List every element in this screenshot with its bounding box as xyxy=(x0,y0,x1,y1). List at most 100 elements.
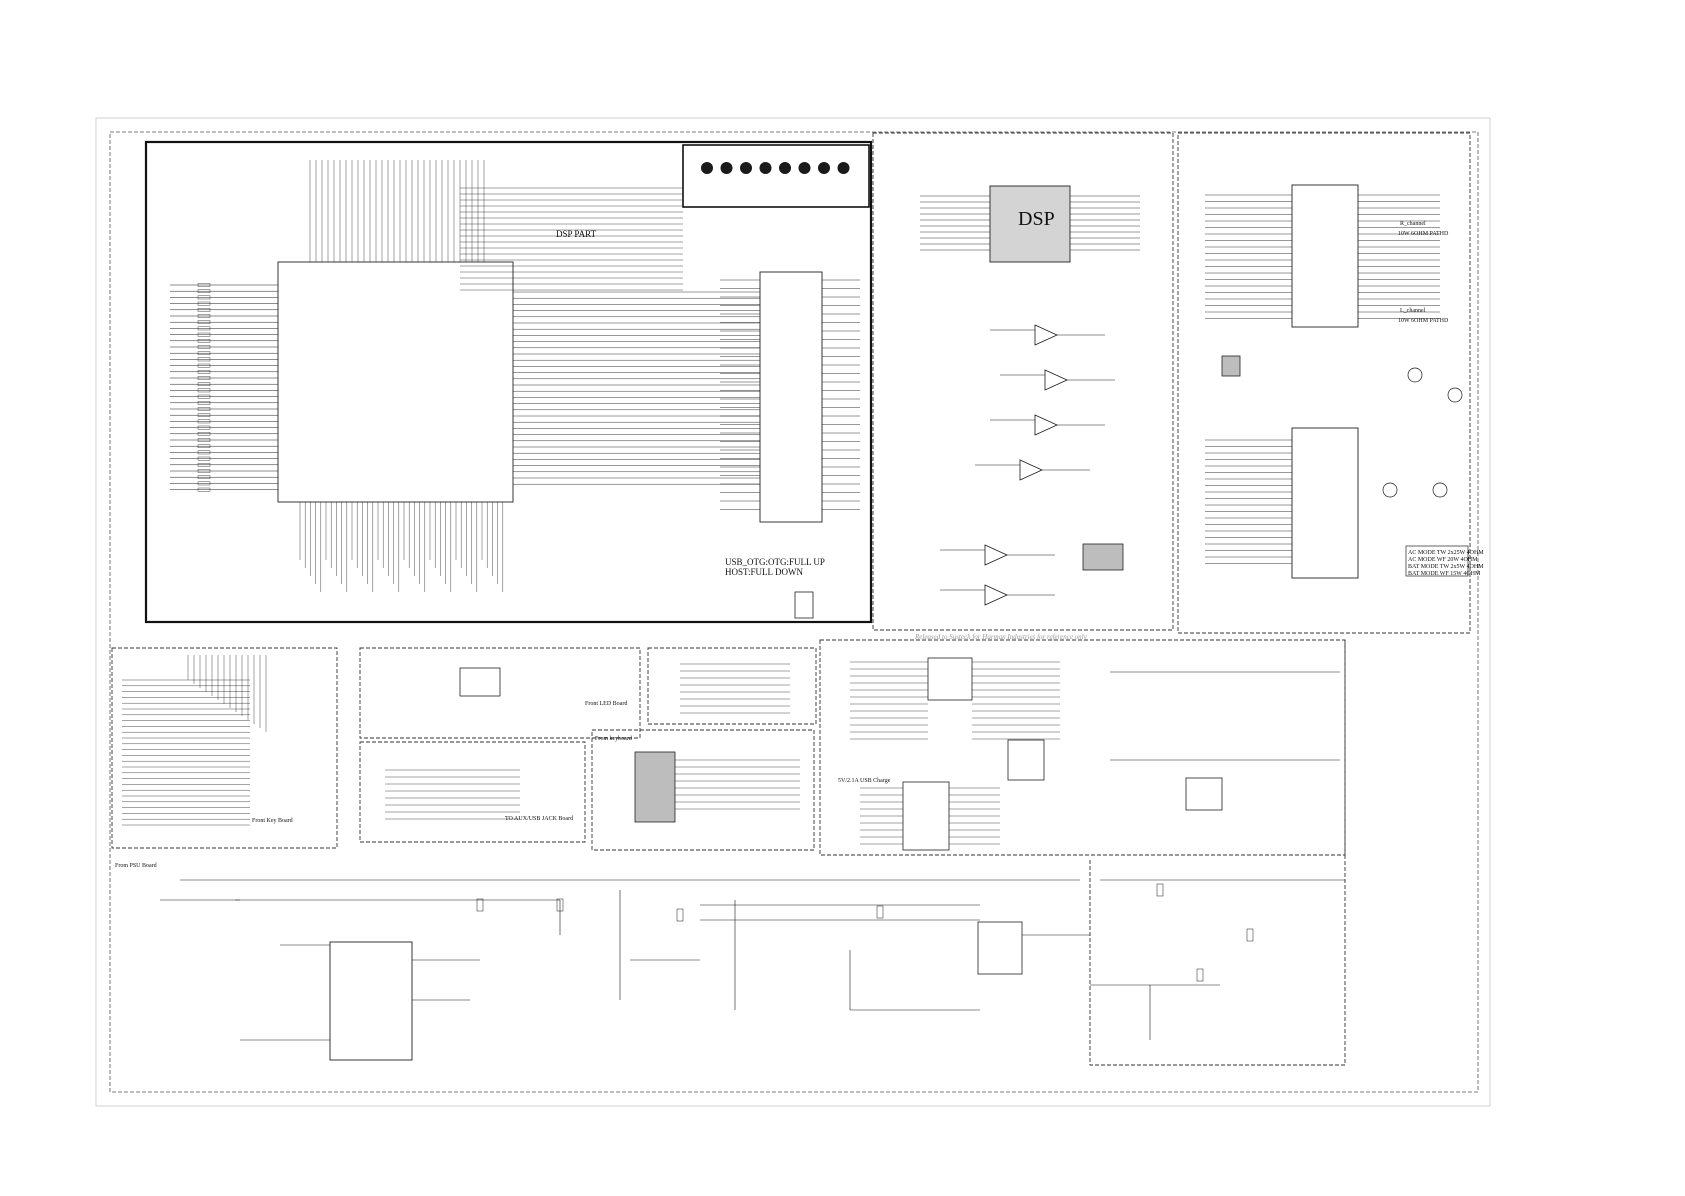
opamp xyxy=(984,584,1008,606)
resistor xyxy=(197,351,211,356)
resistor xyxy=(197,320,211,325)
usb-note-1: USB_OTG:OTG:FULL UP xyxy=(725,557,825,567)
resistor xyxy=(197,339,211,343)
resistor xyxy=(197,370,211,374)
resistor xyxy=(197,450,211,455)
opamp xyxy=(1044,369,1068,391)
buck-ic xyxy=(977,921,1023,975)
transistor xyxy=(1407,367,1423,383)
resistor xyxy=(197,394,211,399)
resistor xyxy=(197,481,211,486)
key-board-frame xyxy=(111,647,338,849)
out-l-label: 10W 6OHM PATHD xyxy=(1398,318,1449,324)
transistor xyxy=(1382,482,1398,498)
keyboard2-label: From keyboard xyxy=(595,736,632,742)
mcu-wires xyxy=(170,160,860,592)
amp-mode-2: AC MODE WF 20W 4OHM xyxy=(1408,557,1478,563)
resistor xyxy=(197,332,211,337)
opamp xyxy=(1034,414,1058,436)
resistor xyxy=(197,401,211,405)
switch-ic xyxy=(1007,739,1045,781)
sheet-dashed-border xyxy=(109,131,1479,1093)
dsp-chip xyxy=(989,185,1071,263)
led-board-label: Front LED Board xyxy=(585,701,627,707)
connector-pins xyxy=(701,162,850,174)
key-board-label: Front Key Board xyxy=(252,818,293,824)
resistor xyxy=(197,376,211,380)
mcu-chip xyxy=(277,261,514,503)
resistor xyxy=(197,419,211,424)
charge-ic-2 xyxy=(902,781,950,851)
aux-jack-label: TO AUX/USB JACK Board xyxy=(505,816,573,822)
resistor xyxy=(197,357,211,362)
connector-pin xyxy=(740,162,752,174)
amp-mode-3: BAT MODE TW 2x5W 4OHM xyxy=(1408,564,1484,570)
watermark-text: Released to Sustech for Harman Industrie… xyxy=(914,633,1088,641)
dsp-part-block: DSP PART USB_OTG:OTG:FULL UP HOST:FULL D… xyxy=(144,140,873,624)
keyboard2-frame xyxy=(591,729,815,851)
small-ic xyxy=(794,591,814,619)
l-channel-label: L_channel xyxy=(1400,308,1426,314)
resistor xyxy=(197,469,211,473)
capacitor xyxy=(1156,883,1164,897)
regulator-ic xyxy=(1185,777,1223,811)
resistor xyxy=(197,314,211,318)
resistor xyxy=(197,475,211,480)
mic-frame xyxy=(647,647,817,725)
opamp xyxy=(1019,459,1043,481)
aux-jack-frame xyxy=(359,741,586,843)
led-driver-ic xyxy=(459,667,501,697)
connector-pin xyxy=(837,162,850,174)
connector-pin xyxy=(759,162,772,174)
dsp-part-frame xyxy=(144,140,873,624)
resistor xyxy=(197,283,211,287)
usb-note-2: HOST:FULL DOWN xyxy=(725,567,803,577)
amplifier-block: R_channel 10W 6OHM PATHD L_channel 10W 6… xyxy=(1177,132,1484,634)
resistor xyxy=(197,413,211,418)
psu-board-label: From PSU Board xyxy=(115,863,157,869)
resistor xyxy=(197,463,211,467)
sheet-frame xyxy=(95,117,1491,1107)
resistor xyxy=(197,487,211,492)
capacitor xyxy=(876,905,884,919)
amp-transistors xyxy=(1205,194,1463,564)
amplifier-frame xyxy=(1177,132,1471,634)
memory-chip xyxy=(759,271,823,523)
connector-pin xyxy=(779,162,791,174)
resistor xyxy=(197,407,211,411)
resistor xyxy=(197,432,211,436)
usb-charge-label: 5V/2.1A USB Charge xyxy=(838,778,891,784)
resistor xyxy=(197,363,211,368)
psu-block: From PSU Board xyxy=(115,640,1346,1066)
connector-pin xyxy=(701,162,713,174)
keyboard2-grey-ic xyxy=(634,751,676,823)
opamp xyxy=(984,544,1008,566)
resistor xyxy=(197,345,211,349)
capacitor xyxy=(1246,928,1254,942)
connector-pin xyxy=(818,162,830,174)
dsp-grey-ic xyxy=(1082,543,1124,571)
psu-dashed-frame xyxy=(1089,640,1346,1066)
dsp-audio-block: DSP xyxy=(872,132,1174,631)
dsp-audio-frame xyxy=(872,132,1174,631)
resistor xyxy=(197,388,211,393)
amp-mode-box xyxy=(1405,545,1469,577)
capacitor xyxy=(476,898,484,912)
psu-wires xyxy=(160,661,1345,1041)
dsp-part-title: DSP PART xyxy=(556,229,597,239)
connector-box xyxy=(682,144,870,208)
connector-pin xyxy=(798,162,811,174)
resistor xyxy=(197,301,211,306)
resistor xyxy=(197,308,211,312)
charge-ic-1 xyxy=(927,657,973,701)
pmic-chip xyxy=(329,941,413,1061)
amp-mode-1: AC MODE TW 2x25W 4OHM xyxy=(1408,550,1484,556)
capacitor xyxy=(556,898,564,912)
transistor xyxy=(1447,387,1463,403)
resistor xyxy=(197,444,211,449)
capacitor xyxy=(676,908,684,922)
capacitor xyxy=(1196,968,1204,982)
r-channel-label: R_channel xyxy=(1400,221,1426,227)
